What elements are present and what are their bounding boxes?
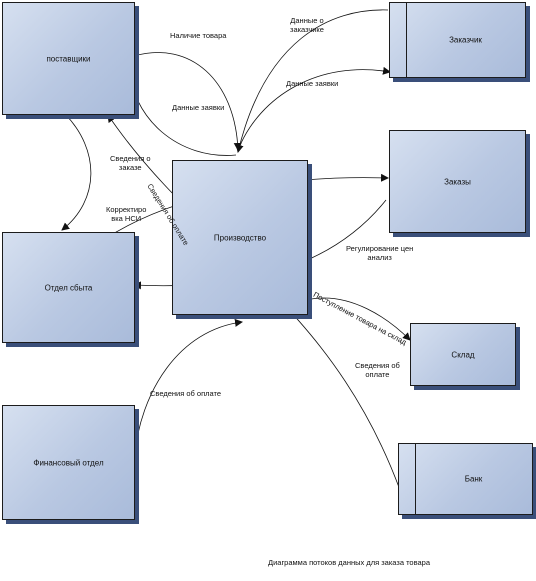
label-correction: Корректиро вка НСИ <box>106 205 147 223</box>
node-bank-label: Банк <box>464 474 483 484</box>
node-warehouse-label: Склад <box>451 350 475 359</box>
flow-order-data-top <box>237 66 391 151</box>
node-bank: Банк <box>398 443 533 515</box>
label-order-data-top: Данные заявки <box>286 79 339 88</box>
flow-order-info <box>61 113 92 231</box>
node-suppliers-label: поставщики <box>46 54 91 63</box>
label-customer-data: Данные о заказчике <box>290 16 324 34</box>
node-sales-label: Отдел сбыта <box>44 283 93 292</box>
node-sales: Отдел сбыта <box>2 232 135 343</box>
flow-customer-data <box>235 9 389 153</box>
node-finance-label: Финансовый отдел <box>33 458 104 467</box>
node-finance: Финансовый отдел <box>2 405 135 520</box>
node-suppliers: поставщики <box>2 2 135 115</box>
node-orders-label: Заказы <box>444 177 471 186</box>
node-orders: Заказы <box>389 130 526 233</box>
label-price-regulation: Регулирование цен анализ <box>346 244 414 262</box>
label-order-info: Сведения о заказе <box>110 154 151 172</box>
label-payment-info-warehouse: Сведения об оплате <box>355 361 400 379</box>
flow-payment-info <box>133 318 243 461</box>
node-customer-label: Заказчик <box>449 35 482 45</box>
label-payment-info: Сведения об оплате <box>150 389 222 398</box>
diagram-caption: Диаграмма потоков данных для заказа това… <box>268 558 431 567</box>
node-warehouse: Склад <box>410 323 516 386</box>
node-production: Производство <box>172 160 308 315</box>
flow-goods-availability <box>133 52 242 151</box>
flow-goods-to-warehouse <box>305 297 411 341</box>
label-goods-availability: Наличие товара <box>170 31 227 40</box>
label-order-data-left: Данные заявки <box>172 103 225 112</box>
node-customer: Заказчик <box>389 2 526 78</box>
node-production-label: Производство <box>213 233 267 242</box>
